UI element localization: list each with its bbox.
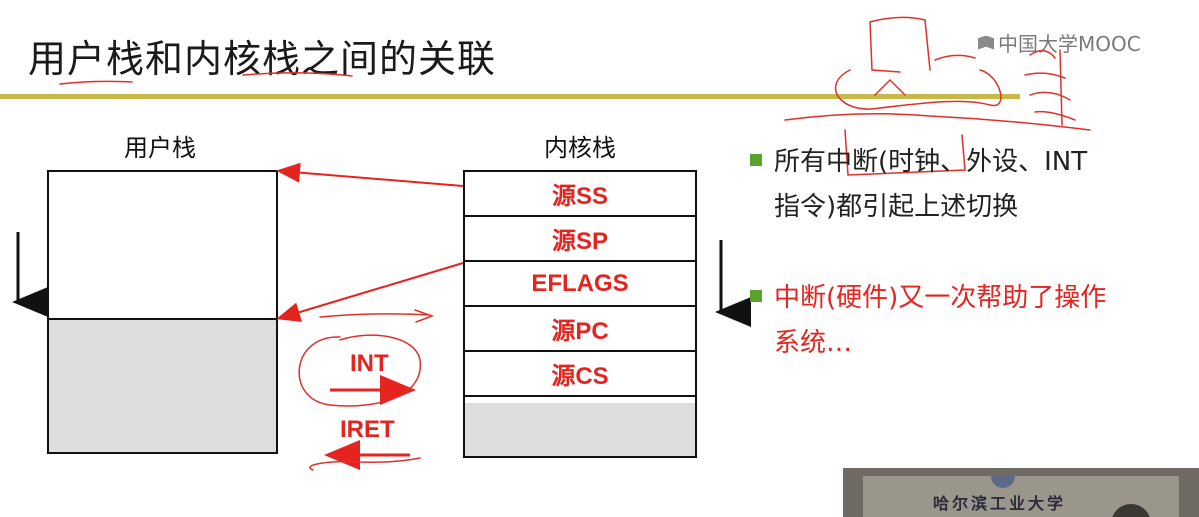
university-emblem-icon	[991, 476, 1015, 488]
bullet-text-line: 中断(硬件)又一次帮助了操作	[774, 283, 1107, 313]
kernel-stack-row: 源PC	[465, 307, 695, 352]
bullet-item: 所有中断(时钟、外设、INT 指令)都引起上述切换	[750, 140, 1170, 230]
video-backdrop: 哈尔滨工业大学	[863, 476, 1179, 517]
mooc-logo-icon	[978, 35, 994, 50]
presenter-video-thumbnail[interactable]: 哈尔滨工业大学	[843, 468, 1199, 517]
bullet-square-icon	[750, 153, 762, 166]
sp-to-user-arrow	[276, 262, 464, 322]
brand-watermark: 中国大学MOOC	[978, 28, 1141, 57]
iret-label: IRET	[340, 416, 395, 443]
kernel-stack-row: EFLAGS	[465, 262, 695, 307]
kernel-stack-row: 源SP	[465, 217, 695, 262]
user-stack-title: 用户栈	[124, 134, 196, 162]
kernel-stack-row: 源CS	[465, 352, 695, 397]
presenter-head	[1111, 504, 1151, 517]
bullet-item: 中断(硬件)又一次帮助了操作 系统…	[750, 276, 1170, 366]
user-stack-used-region	[49, 319, 276, 452]
kernel-stack-title: 内核栈	[544, 134, 616, 162]
kernel-stack-empty-region	[465, 403, 695, 456]
int-label: INT	[350, 350, 389, 377]
bullet-square-icon	[750, 289, 762, 302]
bullet-text-line: 指令)都引起上述切换	[774, 192, 1019, 222]
user-stack-divider	[47, 318, 278, 320]
kernel-stack-row: 源SS	[465, 172, 695, 217]
bullet-text-line: 系统…	[774, 328, 853, 358]
ss-to-user-arrow	[276, 162, 464, 187]
title-underline-rule	[0, 94, 1020, 99]
brand-text: 中国大学MOOC	[998, 32, 1141, 56]
handwritten-annotations	[59, 16, 1091, 471]
bullet-text-line: 所有中断(时钟、外设、INT	[774, 147, 1088, 177]
video-banner-text: 哈尔滨工业大学	[933, 494, 1067, 513]
